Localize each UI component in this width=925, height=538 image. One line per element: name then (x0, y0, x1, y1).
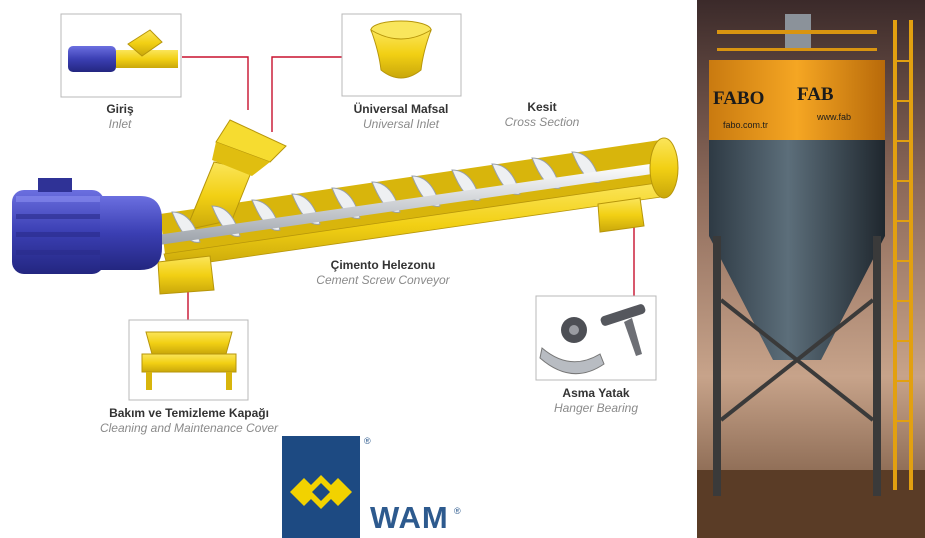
label-inlet: Giriş Inlet (80, 102, 160, 132)
label-section: Kesit Cross Section (492, 100, 592, 130)
label-conveyor-tr: Çimento Helezonu (330, 258, 436, 272)
silo-brand-left: FABO (713, 88, 765, 109)
label-conveyor: Çimento Helezonu Cement Screw Conveyor (308, 258, 458, 288)
silo-web-right: www.fab (817, 112, 852, 122)
conveyor-illustration (12, 13, 679, 401)
label-hanger-en: Hanger Bearing (553, 401, 639, 415)
silo-brand-right: FAB (797, 84, 834, 105)
motor (12, 178, 162, 274)
label-cover-en: Cleaning and Maintenance Cover (99, 421, 279, 435)
foot-right (597, 197, 645, 233)
thumb-inlet-image (60, 13, 182, 98)
label-inlet-tr: Giriş (106, 102, 134, 116)
label-universal: Üniversal Mafsal Universal Inlet (340, 102, 462, 132)
thumb-cover-image (128, 319, 249, 401)
leader-universal (271, 56, 342, 132)
silo-illustration (697, 0, 925, 538)
silo-web-left: fabo.com.tr (723, 120, 769, 130)
wam-logo-text: WAM (370, 500, 449, 535)
label-universal-en: Universal Inlet (362, 117, 440, 131)
thumb-hanger-image (535, 295, 657, 381)
inlet-hopper (185, 119, 287, 231)
label-universal-tr: Üniversal Mafsal (353, 102, 449, 116)
thumb-universal-image (341, 13, 462, 97)
label-hanger: Asma Yatak Hanger Bearing (546, 386, 646, 416)
label-conveyor-en: Cement Screw Conveyor (316, 273, 450, 287)
end-plate (649, 137, 679, 199)
label-cover-tr: Bakım ve Temizleme Kapağı (109, 406, 269, 420)
foot-left (157, 255, 215, 295)
wam-logo: ® WAM ® (282, 436, 467, 538)
screw-shaft (150, 164, 652, 246)
label-cover: Bakım ve Temizleme Kapağı Cleaning and M… (96, 406, 282, 436)
leader-inlet (182, 56, 249, 110)
label-inlet-en: Inlet (108, 117, 132, 131)
conveyor-diagram: Giriş Inlet Üniversal Mafsal Universal I… (12, 13, 679, 538)
label-section-tr: Kesit (527, 100, 557, 114)
wam-mark-registered: ® (364, 436, 371, 446)
label-hanger-tr: Asma Yatak (562, 386, 630, 400)
silo-photo: FABO FAB fabo.com.tr www.fab (697, 0, 925, 538)
wam-text-registered: ® (454, 506, 461, 516)
label-section-en: Cross Section (504, 115, 580, 129)
wam-logo-mark (282, 436, 360, 538)
